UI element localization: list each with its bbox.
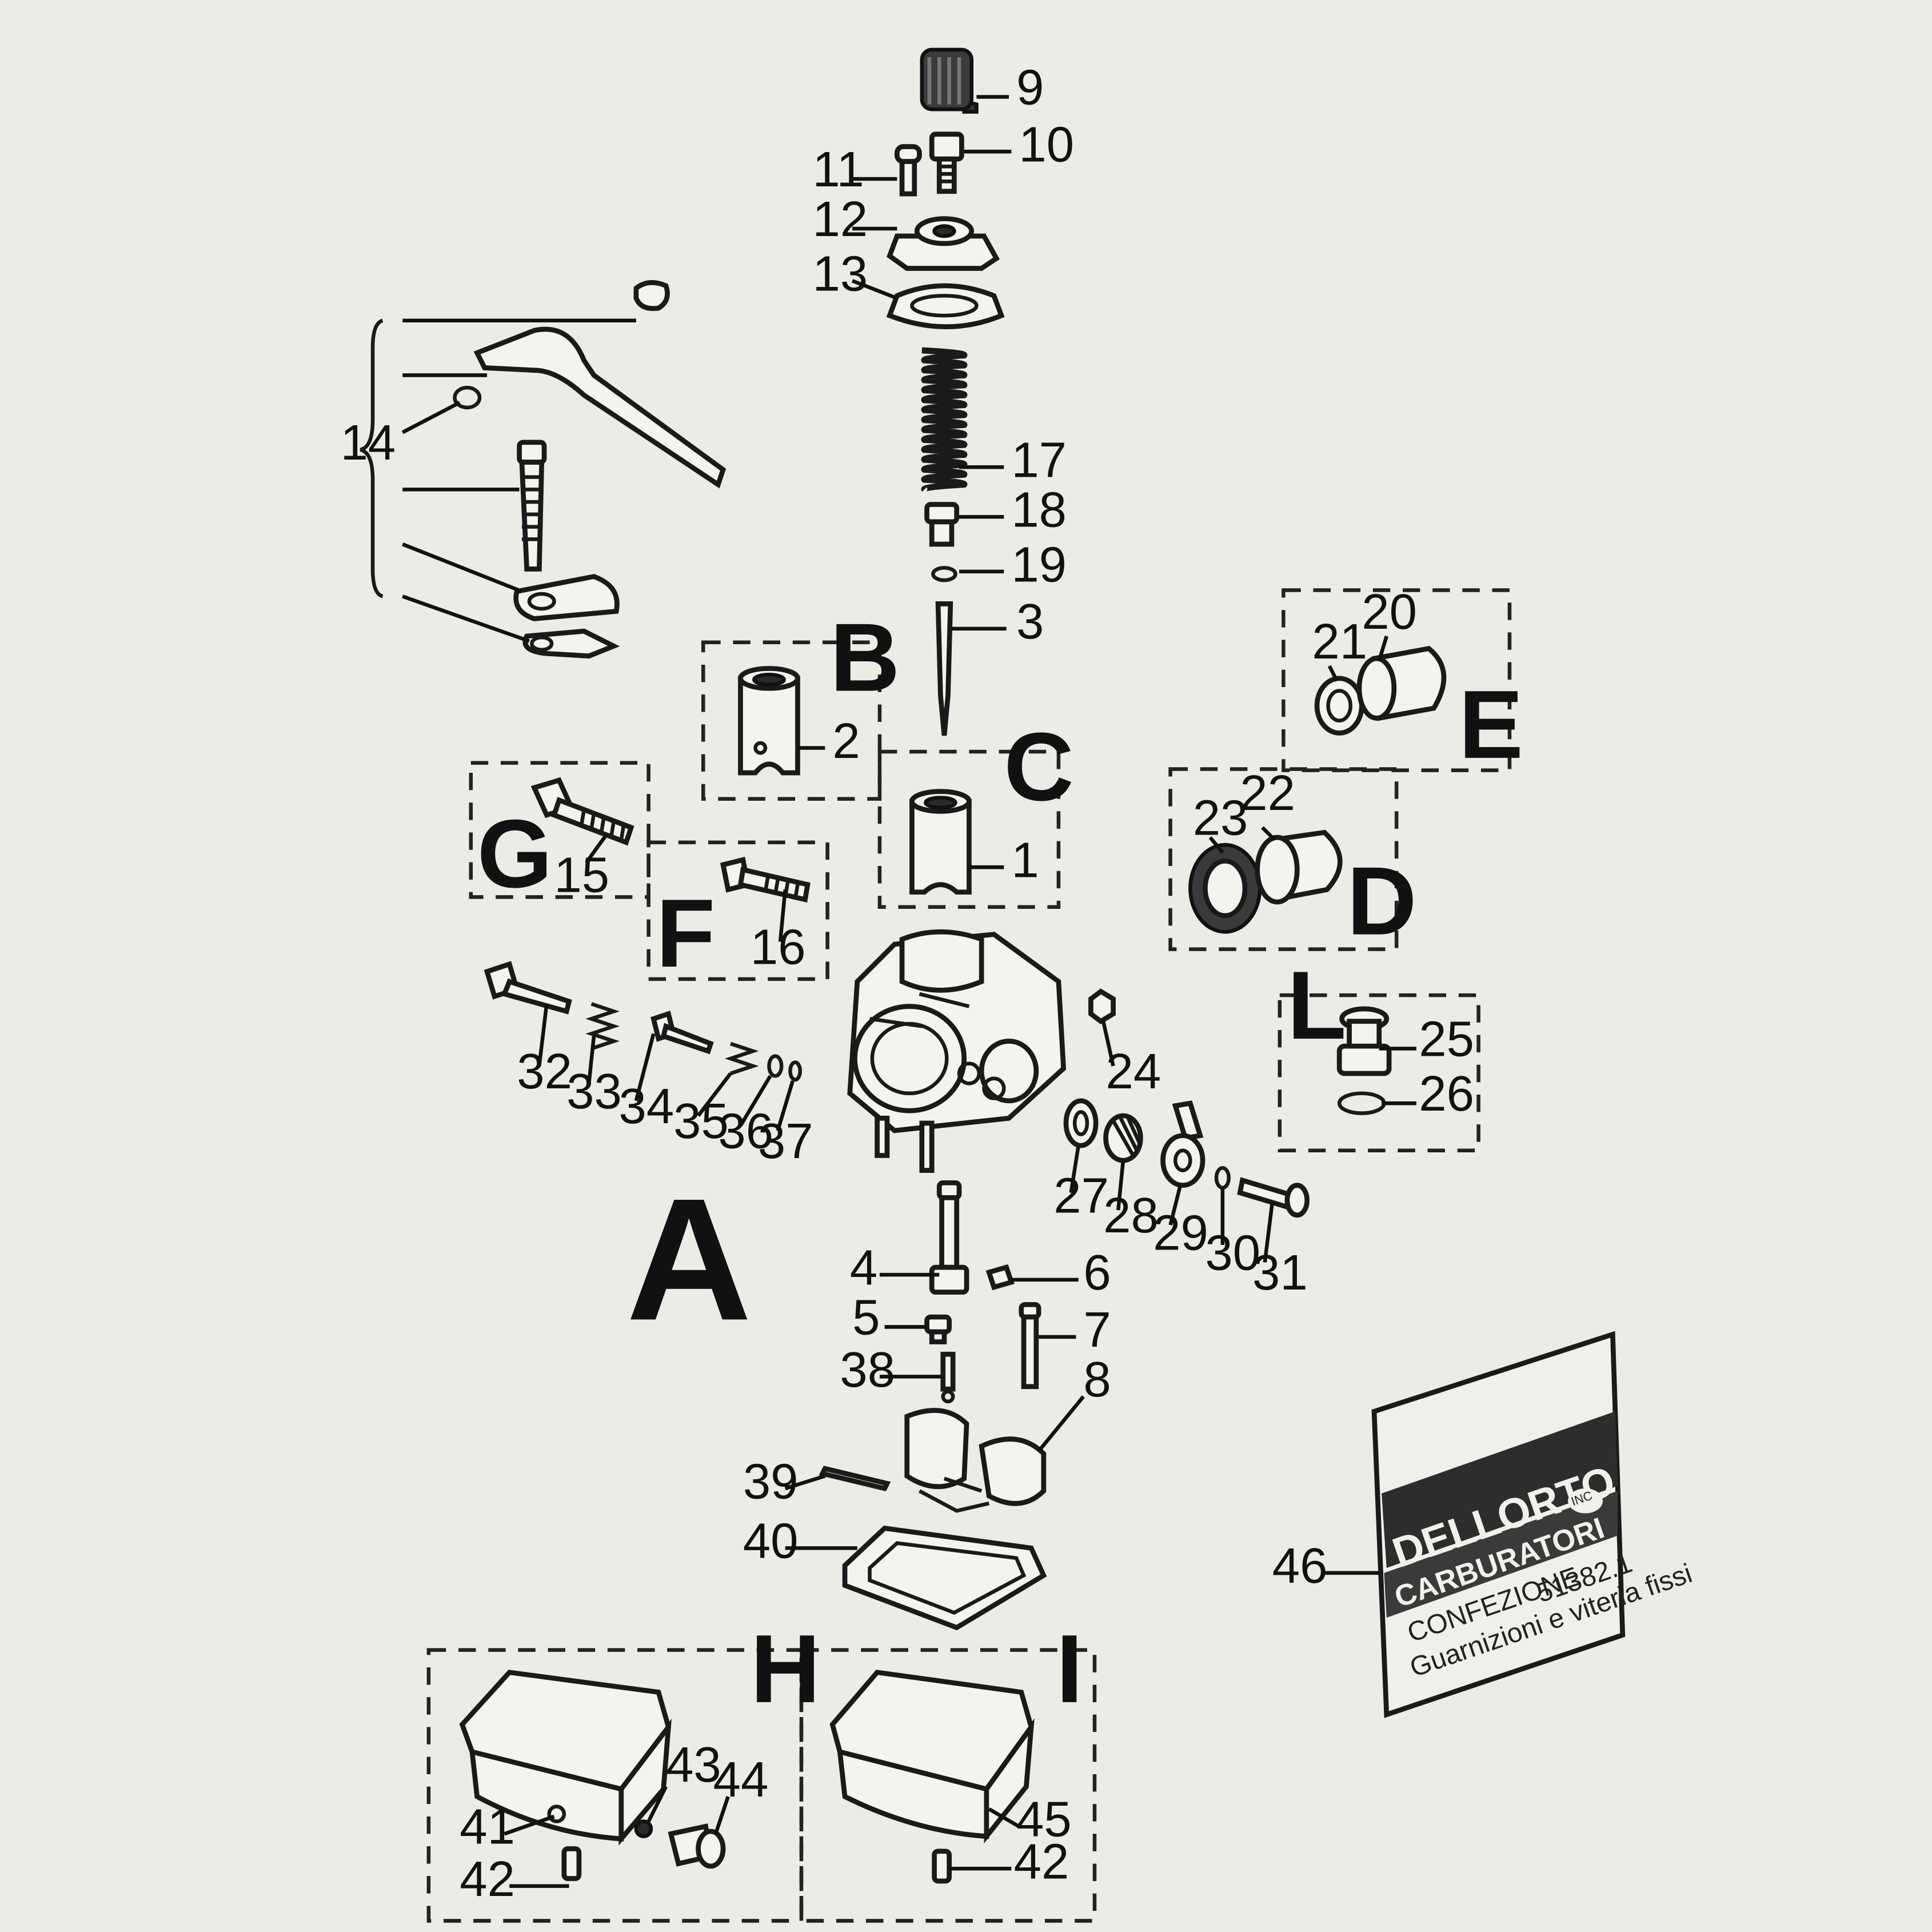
gasket-kit-package: DELLORTO INC CARBURATORI CONFEZIONE 5138…	[1371, 1331, 1696, 1718]
intake-ring-d-part	[1188, 829, 1343, 934]
part-number-6: 6	[1083, 1245, 1111, 1300]
part-number-11: 11	[813, 142, 864, 197]
group-box-g	[469, 761, 650, 899]
adjust-screw-f-part	[720, 856, 811, 903]
carb-top-cap-part	[887, 216, 1000, 271]
part-number-7: 7	[1083, 1302, 1111, 1358]
part-number-30: 30	[1205, 1225, 1260, 1280]
bowl-gasket-part	[842, 1525, 1047, 1631]
group-label-e: E	[1459, 670, 1523, 779]
small-screw-part	[895, 144, 922, 197]
part-number-12: 12	[813, 191, 868, 247]
part-number-10: 10	[1019, 117, 1074, 173]
part-number-15: 15	[554, 848, 609, 903]
part-number-labels: 9 10 11 12 13 14 17 18 19 3 2 1 20 21 22…	[341, 60, 1474, 1907]
part-number-9: 9	[1016, 60, 1044, 115]
group-letters: A B C D E F G H I L	[477, 604, 1523, 1723]
main-label-a: A	[626, 1163, 752, 1356]
float-pin-part	[819, 1466, 891, 1492]
group-label-g: G	[477, 800, 553, 908]
slide-spring-part	[921, 347, 968, 493]
float-bowl-h-part	[459, 1670, 726, 1881]
part-number-29: 29	[1153, 1205, 1208, 1261]
part-number-42-i: 42	[1014, 1834, 1069, 1890]
throttle-slide-b-part	[738, 666, 800, 776]
mixture-screw-assembly	[484, 961, 803, 1082]
group-box-f	[646, 840, 829, 981]
group-label-c: C	[1004, 713, 1073, 821]
part-number-41: 41	[460, 1799, 515, 1855]
group-label-l: L	[1287, 951, 1347, 1059]
part-number-36: 36	[718, 1103, 773, 1159]
banjo-fitting-assembly	[1063, 1098, 1310, 1218]
part-number-3: 3	[1016, 594, 1044, 649]
part-number-25: 25	[1419, 1012, 1474, 1067]
group-box-l	[1278, 993, 1480, 1153]
part-number-42-h: 42	[460, 1851, 515, 1907]
part-number-46: 46	[1272, 1538, 1328, 1594]
part-number-2: 2	[832, 713, 860, 769]
fuel-fitting-l-part	[1336, 1006, 1392, 1115]
part-number-8: 8	[1083, 1352, 1111, 1407]
group-label-b: B	[830, 604, 900, 712]
part-number-19: 19	[1011, 537, 1067, 592]
part-number-20: 20	[1362, 584, 1417, 640]
part-number-45: 45	[1016, 1792, 1072, 1847]
part-number-21: 21	[1312, 614, 1367, 669]
package-badge	[1568, 1488, 1603, 1514]
group-label-d: D	[1347, 847, 1416, 955]
part-number-34: 34	[618, 1079, 674, 1134]
part-number-27: 27	[1053, 1168, 1109, 1223]
part-number-43: 43	[666, 1737, 721, 1793]
needle-clip-part	[931, 566, 957, 582]
leader-lines	[401, 95, 1416, 1888]
jets-and-float-assembly	[904, 1180, 1047, 1513]
cable-adjuster-part	[929, 131, 964, 194]
part-number-38: 38	[840, 1342, 895, 1398]
jet-needle-part	[935, 601, 953, 736]
package-subtitle-band	[1384, 1491, 1618, 1618]
long-bolt-g-part	[530, 777, 634, 846]
part-number-22: 22	[1240, 765, 1295, 821]
part-number-13: 13	[813, 246, 868, 302]
part-number-17: 17	[1011, 433, 1067, 488]
part-number-18: 18	[1011, 482, 1067, 538]
part-number-37: 37	[758, 1113, 813, 1169]
part-number-16: 16	[751, 920, 806, 975]
part-number-26: 26	[1419, 1066, 1474, 1121]
top-gasket-part	[886, 283, 1005, 329]
part-number-32: 32	[517, 1044, 572, 1099]
part-number-1: 1	[1011, 833, 1039, 888]
group-box-d	[1168, 767, 1399, 951]
part-number-4: 4	[850, 1240, 877, 1296]
group-box-b	[701, 640, 882, 801]
part-number-33: 33	[566, 1064, 622, 1119]
group-box-c	[877, 749, 1061, 909]
group-label-h: H	[751, 1615, 820, 1723]
group-boxes	[426, 588, 1512, 1923]
part-number-28: 28	[1103, 1188, 1159, 1243]
group-box-i	[799, 1648, 1097, 1923]
choke-lever-assembly	[360, 280, 727, 659]
part-number-23: 23	[1193, 791, 1248, 846]
part-number-31: 31	[1252, 1245, 1308, 1300]
carburetor-body-part	[847, 929, 1067, 1173]
part-number-14: 14	[341, 415, 396, 470]
part-number-44: 44	[713, 1752, 769, 1807]
part-number-5: 5	[852, 1290, 880, 1345]
needle-retainer-part	[924, 502, 960, 547]
float-bowl-i-part	[829, 1670, 1035, 1884]
group-label-f: F	[656, 879, 716, 987]
throttle-slide-c-part	[909, 789, 972, 895]
part-number-39: 39	[743, 1454, 799, 1509]
nut-part	[1088, 988, 1116, 1024]
package-brand-band	[1382, 1411, 1618, 1568]
part-number-35: 35	[673, 1093, 729, 1149]
part-number-40: 40	[743, 1514, 799, 1569]
group-label-i: I	[1056, 1615, 1083, 1723]
part-number-24: 24	[1106, 1044, 1161, 1099]
rubber-cap-part	[920, 47, 979, 114]
intake-ring-e-part	[1314, 645, 1447, 736]
